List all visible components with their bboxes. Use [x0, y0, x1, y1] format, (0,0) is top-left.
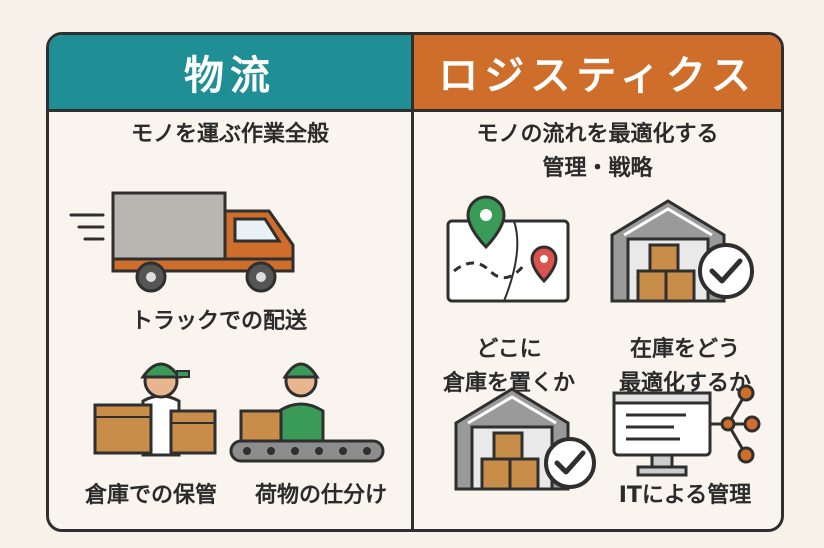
truck-label: トラックでの配送	[130, 309, 307, 334]
it-label: ITによる管理	[618, 483, 752, 508]
right-header: ロジスティクス	[414, 35, 781, 112]
storage-label: 倉庫での保管	[85, 483, 218, 508]
right-subtitle-line2: 管理・戦略	[542, 156, 653, 181]
comparison-card: 物流 モノを運ぶ作業全般 トラックでの配送	[46, 32, 784, 532]
right-title: ロジスティクス	[438, 53, 757, 99]
left-subtitle: モノを運ぶ作業全般	[130, 122, 329, 147]
conveyor-icon	[229, 362, 385, 463]
warehouse-check-icon	[610, 199, 754, 303]
right-subtitle-line1: モノの流れを最適化する	[476, 122, 719, 147]
logistics-basic-column: 物流 モノを運ぶ作業全般 トラックでの配送	[49, 35, 411, 529]
left-title: 物流	[184, 53, 276, 99]
warehouse-check-icon-2	[454, 387, 596, 491]
left-header: 物流	[49, 35, 411, 112]
computer-network-icon	[612, 384, 761, 477]
map-pin-icon	[446, 195, 570, 303]
workers-boxes-icon	[93, 362, 217, 457]
where-label-line1: どこに	[476, 337, 542, 362]
truck-icon	[69, 191, 295, 293]
sorting-label: 荷物の仕分け	[255, 483, 388, 508]
stock-label-line1: 在庫をどう	[629, 337, 740, 362]
logistics-strategy-column: ロジスティクス モノの流れを最適化する 管理・戦略 どこに 倉庫を置くか 在	[414, 35, 781, 529]
column-divider	[411, 35, 414, 529]
